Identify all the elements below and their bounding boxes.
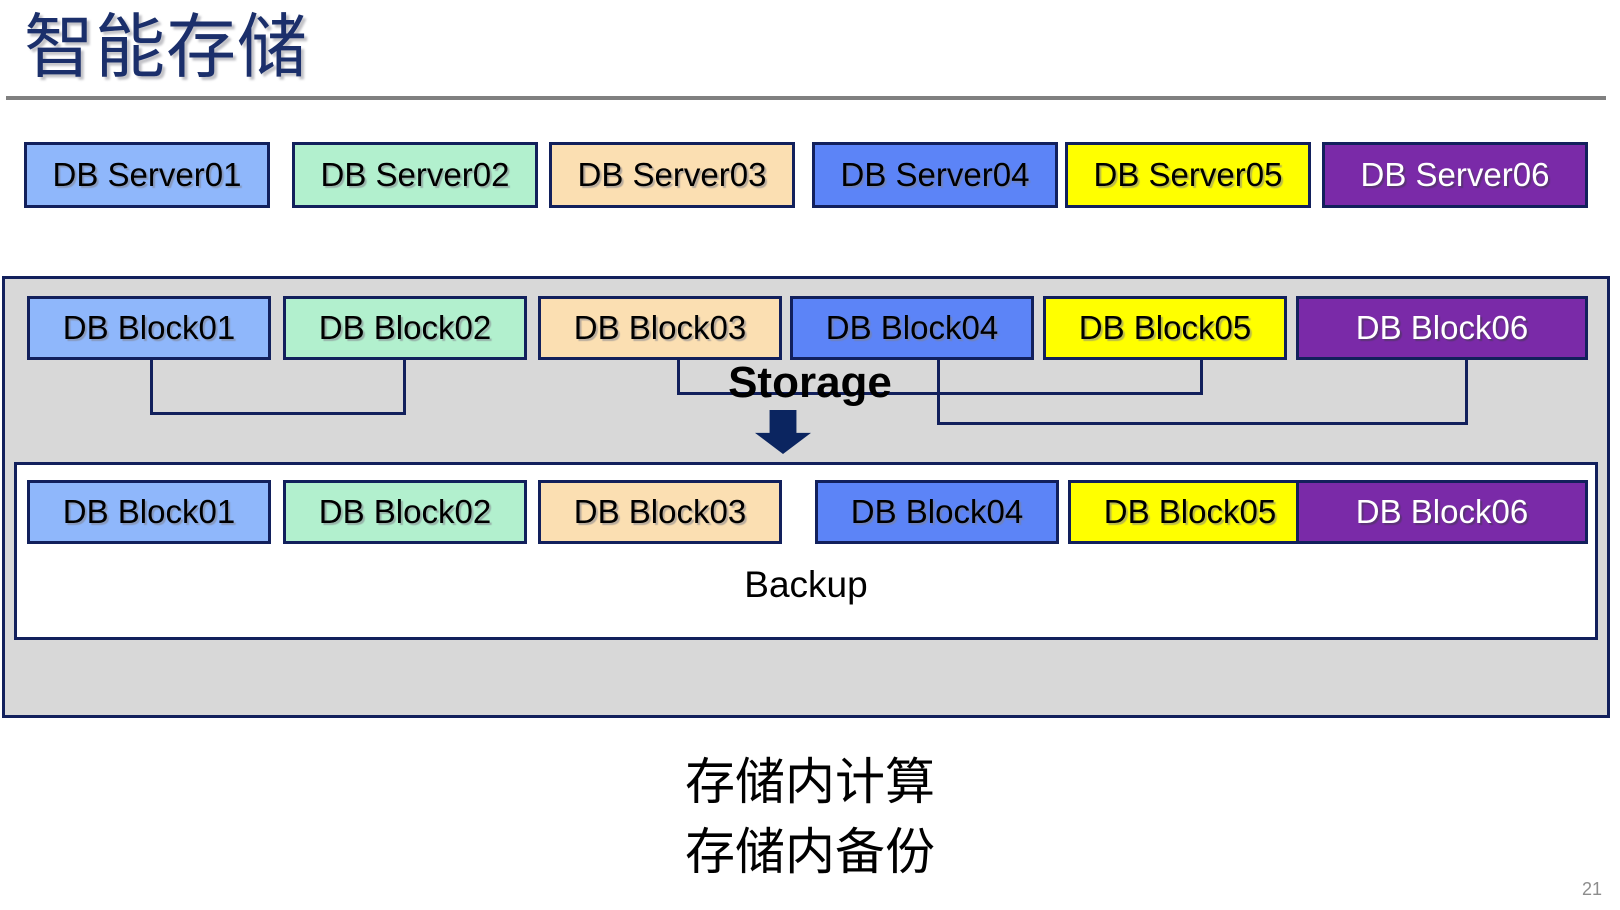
connector-block01-block02-left-stem — [150, 360, 153, 412]
db-server-box-label: DB Server03 — [577, 156, 767, 193]
db-block-box-live-3: DB Block03 — [538, 296, 782, 360]
db-block-box-backup-6: DB Block06 — [1296, 480, 1588, 544]
db-block-box-live-label: DB Block03 — [573, 309, 747, 346]
db-block-box-backup-label: DB Block06 — [1355, 493, 1529, 530]
db-block-box-live-5: DB Block05 — [1043, 296, 1287, 360]
db-block-box-backup-4: DB Block04 — [815, 480, 1059, 544]
caption-in-storage-compute: 存储内计算 — [685, 754, 935, 810]
db-block-box-live-2: DB Block02 — [283, 296, 527, 360]
page-title: 智能存储 — [24, 8, 308, 86]
connector-block04-block06-right-stem — [1465, 360, 1468, 422]
db-block-box-live-label: DB Block04 — [825, 309, 999, 346]
connector-block01-block02-crossbar — [150, 412, 406, 415]
db-block-box-backup-label: DB Block03 — [573, 493, 747, 530]
storage-label: Storage — [728, 358, 892, 407]
db-server-box-label: DB Server04 — [840, 156, 1030, 193]
db-server-box-label: DB Server06 — [1360, 156, 1550, 193]
db-server-box-3: DB Server03 — [549, 142, 795, 208]
db-server-box-label: DB Server01 — [52, 156, 242, 193]
connector-block01-block02-right-stem — [403, 360, 406, 412]
backup-label: Backup — [744, 564, 868, 605]
caption-in-storage-backup: 存储内备份 — [685, 824, 935, 880]
db-server-box-label: DB Server05 — [1093, 156, 1283, 193]
db-server-box-6: DB Server06 — [1322, 142, 1588, 208]
db-block-box-live-label: DB Block02 — [318, 309, 492, 346]
connector-block03-block05-right-stem — [1200, 360, 1203, 392]
db-block-box-live-label: DB Block01 — [62, 309, 236, 346]
db-block-box-backup-1: DB Block01 — [27, 480, 271, 544]
connector-block03-block05-crossbar — [677, 392, 1203, 395]
db-block-box-live-1: DB Block01 — [27, 296, 271, 360]
db-server-box-2: DB Server02 — [292, 142, 538, 208]
title-divider — [6, 96, 1606, 100]
db-server-box-5: DB Server05 — [1065, 142, 1311, 208]
db-block-box-live-label: DB Block05 — [1078, 309, 1252, 346]
db-block-box-backup-label: DB Block02 — [318, 493, 492, 530]
page-number: 21 — [1581, 879, 1602, 899]
db-block-box-live-label: DB Block06 — [1355, 309, 1529, 346]
connector-block04-block06-left-stem — [937, 360, 940, 422]
connector-block04-block06-crossbar — [937, 422, 1468, 425]
db-block-box-backup-label: DB Block01 — [62, 493, 236, 530]
db-server-box-4: DB Server04 — [812, 142, 1058, 208]
db-block-box-backup-3: DB Block03 — [538, 480, 782, 544]
db-block-box-backup-5: DB Block05 — [1068, 480, 1312, 544]
db-server-box-1: DB Server01 — [24, 142, 270, 208]
db-block-box-backup-label: DB Block05 — [1103, 493, 1277, 530]
db-server-box-label: DB Server02 — [320, 156, 510, 193]
db-block-box-live-6: DB Block06 — [1296, 296, 1588, 360]
connector-block03-block05-left-stem — [677, 360, 680, 392]
db-block-box-backup-2: DB Block02 — [283, 480, 527, 544]
db-block-box-backup-label: DB Block04 — [850, 493, 1024, 530]
db-block-box-live-4: DB Block04 — [790, 296, 1034, 360]
